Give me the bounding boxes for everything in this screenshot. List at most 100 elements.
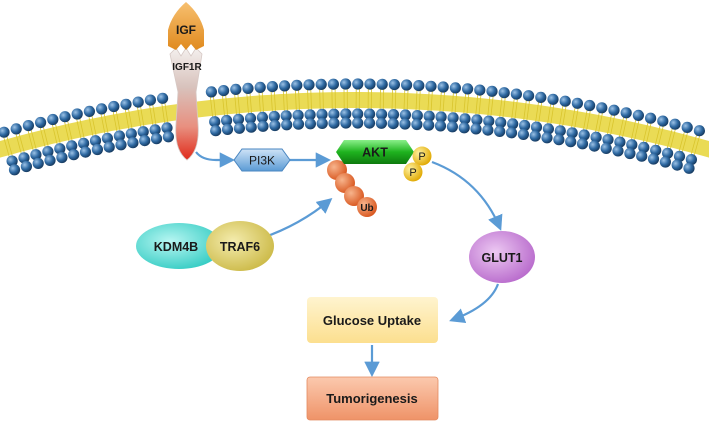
- cell-membrane: [0, 78, 709, 176]
- membrane-lipid-tails: [0, 92, 709, 158]
- lipid-tail: [454, 92, 457, 114]
- lipid-head: [256, 111, 268, 123]
- lipid-tail: [550, 104, 555, 125]
- lipid-tail: [115, 111, 121, 131]
- lipid-head: [529, 130, 541, 142]
- lipid-head: [30, 149, 42, 161]
- tumorigenesis-shape: [306, 376, 439, 421]
- lipid-head: [364, 108, 376, 120]
- lipid-tail: [406, 90, 409, 111]
- lipid-head: [315, 78, 327, 90]
- glut1-node: GLUT1: [469, 231, 535, 283]
- lipid-tail: [502, 97, 506, 118]
- lipid-tail: [43, 126, 49, 147]
- kdm4b-label: KDM4B: [154, 240, 198, 254]
- lipid-tail: [451, 92, 454, 113]
- lipid-tail: [391, 89, 393, 110]
- lipid-head: [614, 136, 626, 148]
- lipid-tail: [298, 90, 300, 111]
- lipid-tail: [3, 137, 10, 157]
- lipid-head: [54, 143, 66, 155]
- kdm4b-shape: [136, 223, 222, 269]
- lipid-head: [657, 115, 669, 127]
- lipid-tail: [6, 136, 13, 157]
- akt-shape: [336, 140, 414, 164]
- lipid-head: [103, 141, 115, 153]
- lipid-head: [230, 83, 242, 95]
- lipid-tail: [610, 115, 615, 136]
- lipid-tail: [499, 97, 503, 118]
- phospho-ball: [403, 162, 423, 182]
- lipid-head: [590, 131, 602, 143]
- lipid-head: [244, 112, 257, 124]
- lipid-head: [221, 114, 233, 127]
- igf1r-label: IGF1R: [172, 62, 202, 73]
- akt-node: AKT P P: [336, 140, 432, 182]
- lipid-tail: [18, 133, 25, 153]
- lipid-head: [411, 110, 423, 122]
- lipid-tail: [430, 91, 433, 112]
- lipid-tail: [646, 123, 652, 143]
- lipid-tail: [39, 127, 46, 148]
- traf6-shape: [206, 221, 274, 271]
- lipid-head: [632, 109, 645, 121]
- lipid-head: [462, 83, 474, 95]
- lipid-head: [245, 121, 257, 133]
- lipid-tail: [112, 111, 118, 132]
- glucose-uptake-label: Glucose Uptake: [323, 313, 421, 328]
- phospho-label: P: [409, 167, 416, 179]
- lipid-head: [435, 111, 447, 123]
- lipid-tail: [681, 132, 688, 153]
- lipid-head: [411, 118, 423, 131]
- glucose-uptake-shape: [307, 297, 438, 343]
- lipid-tail: [79, 118, 85, 139]
- lipid-tail: [88, 116, 94, 137]
- lipid-tail: [210, 97, 213, 117]
- lipid-tail: [124, 109, 130, 130]
- lipid-tail: [237, 94, 241, 115]
- igf-ligand: [168, 2, 204, 50]
- lipid-tail: [270, 91, 273, 112]
- pi3k-node: PI3K: [233, 148, 291, 172]
- lipid-head: [620, 107, 632, 119]
- lipid-head: [399, 118, 411, 130]
- lipid-head: [132, 96, 144, 108]
- lipid-tail: [622, 117, 628, 138]
- lipid-head: [645, 112, 657, 124]
- lipid-head: [89, 135, 102, 147]
- lipid-tail: [693, 135, 700, 156]
- phospho-ball: [412, 146, 432, 166]
- lipid-tail: [427, 91, 430, 112]
- lipid-tail: [670, 129, 676, 149]
- glut1-shape: [469, 231, 535, 283]
- lipid-head: [510, 88, 522, 100]
- lipid-head: [596, 102, 608, 114]
- ub-label: Ub: [360, 203, 373, 214]
- lipid-head: [56, 151, 68, 164]
- lipid-head: [108, 100, 120, 113]
- lipid-head: [474, 84, 486, 96]
- lipid-head: [125, 128, 137, 140]
- lipid-tail: [586, 110, 591, 131]
- lipid-head: [388, 79, 400, 91]
- lipid-head: [559, 95, 571, 107]
- lipid-head: [636, 150, 648, 162]
- lipid-tail: [149, 105, 154, 126]
- lipid-tail: [418, 90, 421, 111]
- lipid-head: [96, 103, 108, 115]
- lipid-tail: [439, 91, 442, 112]
- glucose-uptake-box: Glucose Uptake: [307, 297, 438, 343]
- lipid-tail: [619, 117, 624, 137]
- lipid-head: [340, 108, 352, 120]
- lipid-head: [232, 113, 245, 125]
- lipid-head: [584, 99, 596, 112]
- lipid-tail: [100, 114, 106, 134]
- lipid-tail: [466, 94, 470, 115]
- lipid-tail: [403, 89, 406, 111]
- lipid-head: [22, 120, 34, 132]
- lipid-head: [505, 127, 518, 139]
- lipid-head: [6, 155, 18, 167]
- lipid-head: [566, 127, 578, 139]
- lipid-head: [471, 114, 483, 126]
- lipid-tail: [307, 89, 309, 110]
